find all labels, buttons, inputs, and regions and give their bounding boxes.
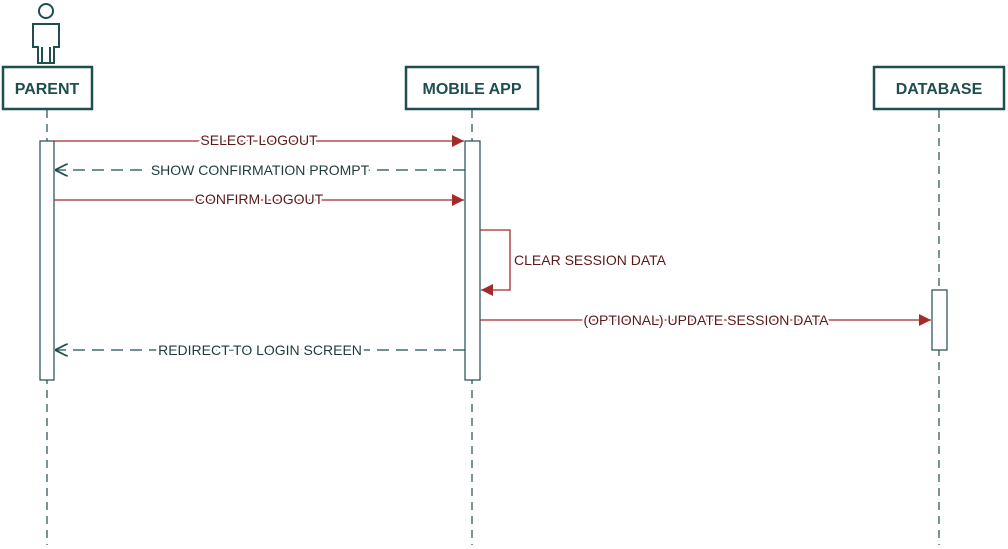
participant-label-mobile-app: MOBILE APP xyxy=(423,81,522,98)
message-update-session-data: (OPTIONAL) UPDATE SESSION DATA xyxy=(480,310,931,330)
message-redirect-to-login-screen: REDIRECT TO LOGIN SCREEN xyxy=(55,339,465,361)
message-label: SHOW CONFIRMATION PROMPT xyxy=(151,162,370,178)
message-label: SELECT LOGOUT xyxy=(200,132,318,148)
message-confirm-logout: CONFIRM LOGOUT xyxy=(54,189,464,209)
actor-icon xyxy=(32,3,60,64)
participant-mobile-app: MOBILE APP xyxy=(404,65,540,111)
participant-label-parent: PARENT xyxy=(15,81,80,98)
participant-label-database: DATABASE xyxy=(896,81,983,98)
activation-mobile-app xyxy=(464,140,481,381)
activation-database xyxy=(931,289,948,351)
message-label: (OPTIONAL) UPDATE SESSION DATA xyxy=(583,312,829,328)
activation-parent xyxy=(39,140,55,381)
message-clear-session-data: CLEAR SESSION DATA xyxy=(480,229,667,296)
message-label: CLEAR SESSION DATA xyxy=(514,252,667,268)
participant-database: DATABASE xyxy=(872,65,1006,111)
message-show-confirmation-prompt: SHOW CONFIRMATION PROMPT xyxy=(55,159,465,181)
message-label: CONFIRM LOGOUT xyxy=(195,191,324,207)
participant-parent: PARENT xyxy=(1,65,94,111)
message-select-logout: SELECT LOGOUT xyxy=(54,130,464,150)
message-label: REDIRECT TO LOGIN SCREEN xyxy=(158,342,362,358)
